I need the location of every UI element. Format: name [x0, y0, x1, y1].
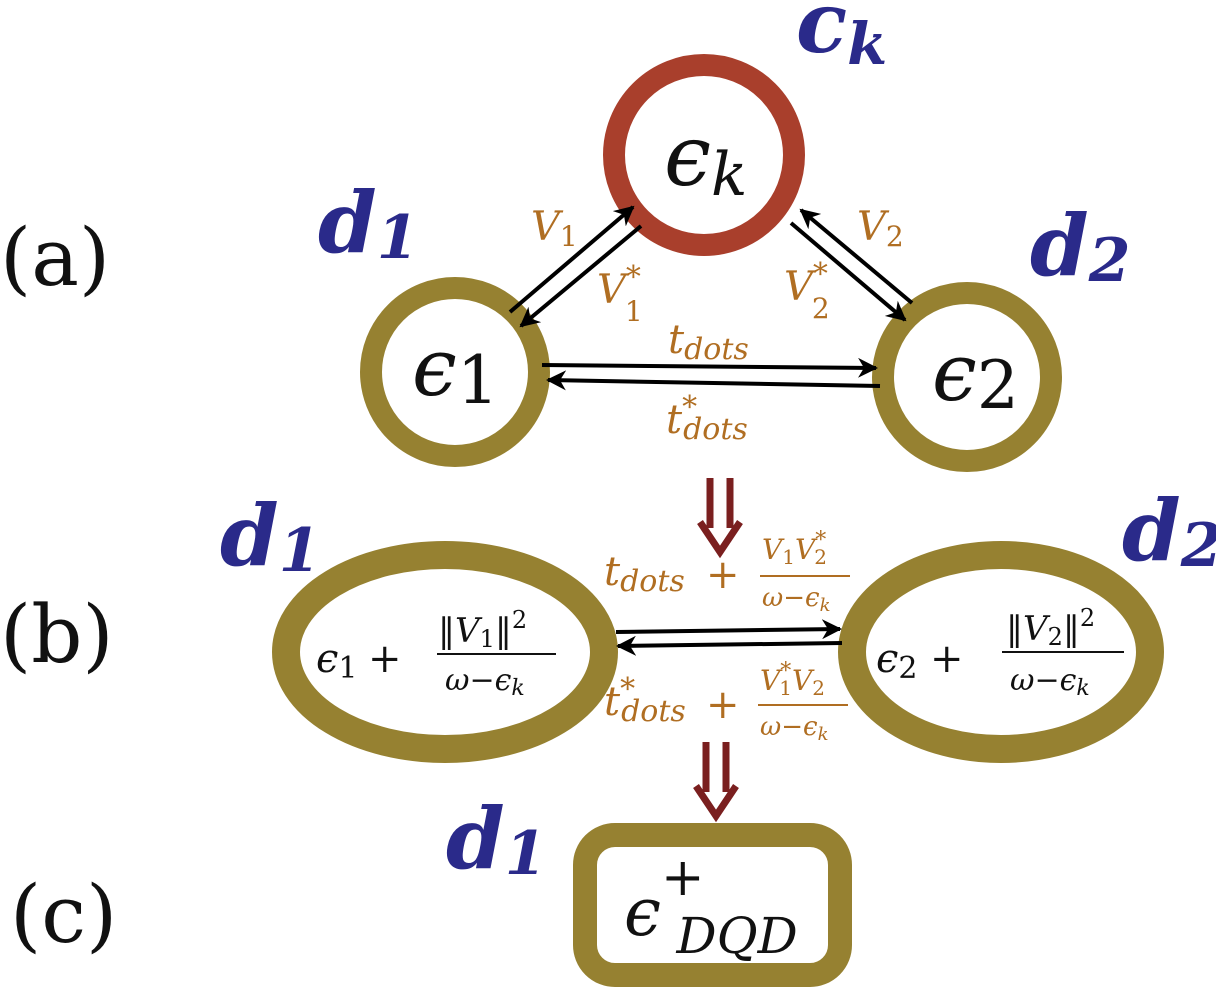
dot2-ring — [872, 282, 1062, 472]
down-arrow-bc — [693, 742, 739, 823]
arrow-v2-star — [789, 221, 907, 322]
e1-level: ϵ1 — [412, 321, 499, 419]
conduction-ring — [603, 54, 805, 256]
d2-label-b: d2 — [1122, 481, 1216, 581]
svg-text:V1V*2: V1V*2 — [762, 528, 827, 569]
down-arrow-ab — [697, 478, 743, 559]
arrow-effective-forward — [615, 619, 842, 640]
arrow-tdots — [541, 357, 878, 378]
svg-text:ω−ϵk: ω−ϵk — [1010, 663, 1090, 701]
arrow-v2 — [799, 208, 914, 305]
svg-text:+: + — [706, 682, 740, 728]
dot1-ring — [360, 277, 550, 467]
panel-label-a: (a) — [0, 211, 110, 304]
dot2-effective-ellipse — [838, 541, 1164, 763]
v2-star-label: V*2 — [784, 257, 830, 325]
svg-text:+: + — [706, 552, 740, 598]
arrow-v1 — [508, 205, 635, 314]
dot1-effective-ellipse — [272, 541, 618, 763]
d1-label-c: d1 — [446, 789, 546, 889]
effective-coupling-top: tdots + V1V*2 ω−ϵk — [604, 528, 850, 616]
arrow-effective-backward — [616, 635, 843, 656]
svg-text:+: + — [930, 636, 964, 682]
arrow-tdots-star — [546, 370, 881, 391]
d1-label-b: d1 — [220, 486, 320, 586]
v1-label: V1 — [531, 204, 578, 253]
svg-text:‖V2‖2: ‖V2‖2 — [1006, 604, 1095, 651]
e2-level: ϵ2 — [932, 326, 1019, 424]
arrow-v1-star — [519, 224, 643, 328]
panel-label-b: (b) — [0, 588, 114, 681]
svg-text:t*dots: t*dots — [604, 672, 686, 729]
ek-level: ϵk — [664, 107, 747, 210]
dqd-level: ϵ+DQD — [624, 848, 798, 965]
svg-text:ω−ϵk: ω−ϵk — [760, 712, 828, 745]
d2-label-a: d2 — [1030, 196, 1130, 296]
svg-text:ϵ1: ϵ1 — [316, 636, 358, 686]
svg-text:V*1V2: V*1V2 — [760, 659, 825, 700]
svg-text:ω−ϵk: ω−ϵk — [445, 663, 525, 701]
v1-star-label: V*1 — [597, 260, 643, 328]
effective-coupling-bottom: t*dots + V*1V2 ω−ϵk — [604, 659, 848, 745]
svg-text:‖V1‖2: ‖V1‖2 — [438, 606, 527, 653]
tdots-label: tdots — [668, 317, 749, 367]
dot1-effective-level: ϵ1 + ‖V1‖2 ω−ϵk — [316, 606, 556, 701]
svg-text:ϵ2: ϵ2 — [876, 636, 918, 686]
ck-label: ck — [796, 0, 887, 78]
dot2-effective-level: ϵ2 + ‖V2‖2 ω−ϵk — [876, 604, 1124, 701]
v2-label: V2 — [857, 204, 904, 253]
svg-text:+: + — [368, 636, 402, 682]
tdots-star-label: t*dots — [666, 390, 748, 447]
panel-label-c: (c) — [10, 868, 117, 961]
svg-text:tdots: tdots — [604, 549, 685, 599]
dqd-molecule-box — [573, 823, 852, 987]
svg-text:ω−ϵk: ω−ϵk — [762, 583, 830, 616]
d1-label-a: d1 — [318, 173, 418, 273]
